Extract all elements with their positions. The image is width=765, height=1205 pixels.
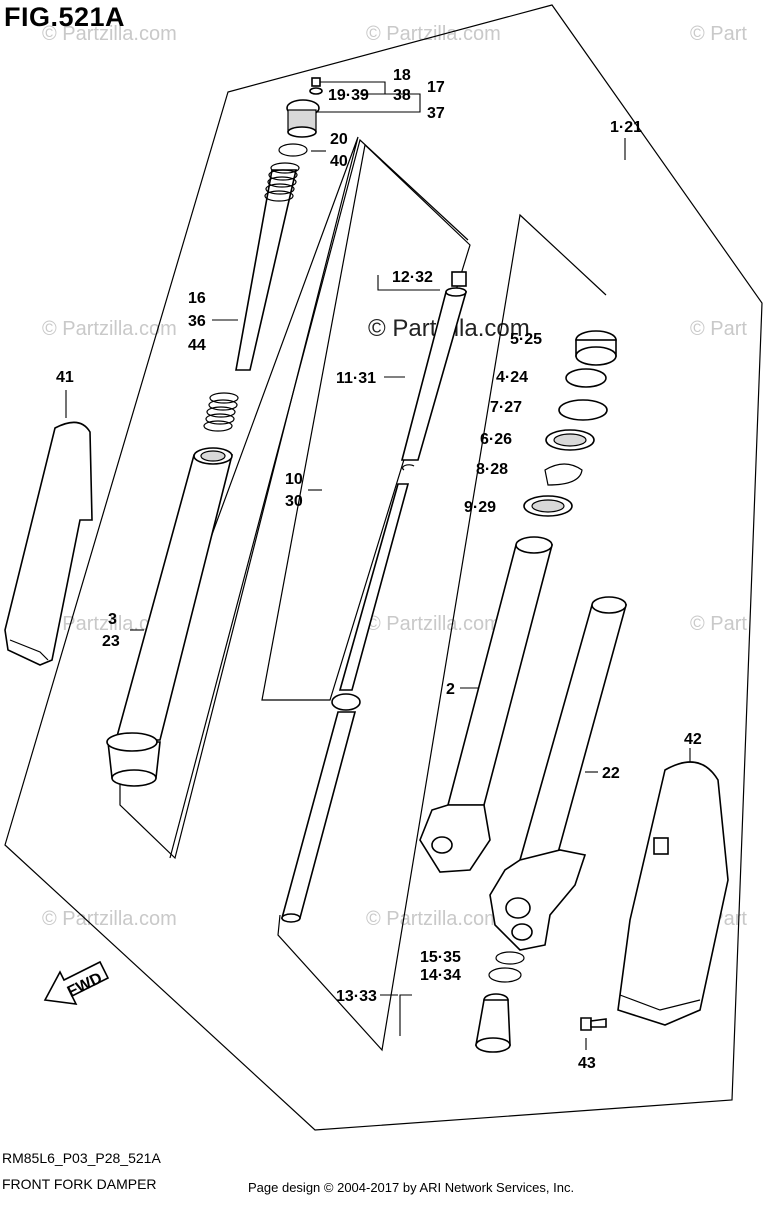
assembly-frames: [4, 4, 763, 1131]
callout-38: 38: [393, 87, 411, 104]
axle-bracket-22: [489, 849, 587, 951]
watermark: © Partzilla.com: [42, 908, 177, 930]
callout-9-29: 9·29: [464, 499, 496, 516]
callout-4-24: 4·24: [496, 369, 528, 386]
page-credit: Page design © 2004-2017 by ARI Network S…: [248, 1180, 575, 1195]
damper-cylinder: [280, 711, 357, 919]
fork-guard-left: [4, 421, 93, 666]
fork-guard-right: [617, 761, 729, 1026]
bolt-head: [580, 1017, 592, 1031]
figure-name: FRONT FORK DAMPER: [2, 1176, 157, 1192]
leader-17: [312, 93, 421, 113]
inner-tube-frame: [277, 213, 607, 1052]
figure-title: FIG.521A: [4, 2, 126, 32]
callout-19-39: 19·39: [328, 87, 369, 104]
inner-tube-2: [419, 536, 554, 873]
callout-18: 18: [393, 67, 411, 84]
damper-frame: [261, 143, 471, 701]
callout-5-25: 5·25: [510, 331, 542, 348]
callout-23: 23: [102, 633, 120, 650]
inner-tube-22: [489, 596, 628, 951]
damper-rod: [338, 483, 410, 691]
callout-7-27: 7·27: [490, 399, 522, 416]
outer-tube-frame: [119, 136, 359, 860]
outer-tube: [114, 454, 234, 741]
leader-13-33: [399, 994, 412, 1036]
leader-18: [318, 81, 386, 94]
outer-tube-group: [106, 447, 234, 787]
guard-clip: [653, 837, 669, 855]
cap-bolt: [311, 77, 321, 87]
fwd-arrow-icon: [43, 960, 110, 1005]
figure-code: RM85L6_P03_P28_521A: [2, 1150, 161, 1166]
watermark: © Partzilla.com: [366, 23, 501, 45]
stopper-ring-8: [544, 463, 583, 486]
base-valve-group: [475, 951, 525, 1053]
watermark: © Part: [690, 613, 747, 635]
callout-1-21: 1·21: [610, 119, 642, 136]
bolt-43: [580, 1017, 607, 1031]
callout-41: 41: [56, 369, 74, 386]
callout-8-28: 8·28: [476, 461, 508, 478]
callout-22: 22: [602, 765, 620, 782]
callout-15-35: 15·35: [420, 949, 461, 966]
callout-6-26: 6·26: [480, 431, 512, 448]
outer-assembly-frame: [4, 4, 763, 1131]
o-ring: [278, 143, 308, 157]
callout-40: 40: [330, 153, 348, 170]
axle-bracket-2: [419, 804, 491, 873]
callout-3: 3: [108, 611, 117, 628]
callout-30: 30: [285, 493, 303, 510]
o-ring-15: [495, 951, 525, 965]
callout-43: 43: [578, 1055, 596, 1072]
watermark: © Partzilla.com: [42, 23, 177, 45]
inner-tube-2-body: [446, 544, 554, 806]
fork-guard-left-body: [4, 421, 93, 666]
callout-labels: 18 19·39 38 17 37 1·21 20 40 16 36 44 12…: [56, 67, 702, 1072]
callout-14-34: 14·34: [420, 967, 461, 984]
o-ring-14: [488, 967, 522, 983]
watermark: © Part: [690, 23, 747, 45]
callout-44: 44: [188, 337, 206, 354]
spring-coils-bottom: [203, 392, 239, 432]
callout-13-33: 13·33: [336, 988, 377, 1005]
circlip: [402, 464, 415, 471]
damper-nut: [451, 271, 467, 287]
callout-37: 37: [427, 105, 445, 122]
callout-11-31: 11·31: [336, 370, 376, 387]
damper-group: [280, 271, 468, 923]
watermark: © Partzilla.com: [366, 908, 501, 930]
bushing-4: [565, 368, 607, 388]
bolt-shank: [590, 1018, 607, 1028]
outer-tube-frame-edge: [169, 138, 469, 859]
spring-coils-top: [264, 162, 300, 202]
callout-17: 17: [427, 79, 445, 96]
fork-guard-right-body: [617, 761, 729, 1026]
callout-10: 10: [285, 471, 303, 488]
leader-12-32: [377, 275, 440, 291]
watermark-layer: © Partzilla.com © Partzilla.com © Part ©…: [42, 23, 747, 930]
seal-stack: [523, 330, 617, 517]
cap-bolt-washer: [309, 87, 323, 95]
fwd-arrow: FWD: [43, 960, 110, 1005]
fork-spring-group: [203, 162, 300, 432]
callout-16: 16: [188, 290, 206, 307]
callout-36: 36: [188, 313, 206, 330]
damper-piston: [331, 693, 361, 711]
callout-20: 20: [330, 131, 348, 148]
callout-2: 2: [446, 681, 455, 698]
inner-tube-22-body: [518, 604, 628, 861]
watermark: © Part: [690, 318, 747, 340]
callout-12-32: 12·32: [392, 269, 433, 286]
washer-7: [558, 399, 608, 421]
watermark: © Partzilla.com: [366, 613, 501, 635]
fork-cap-bottom: [287, 126, 317, 138]
callout-42: 42: [684, 731, 702, 748]
watermark: © Partzilla.com: [42, 318, 177, 340]
leader-lines: [65, 81, 691, 1050]
fork-cap-group: [278, 77, 323, 157]
